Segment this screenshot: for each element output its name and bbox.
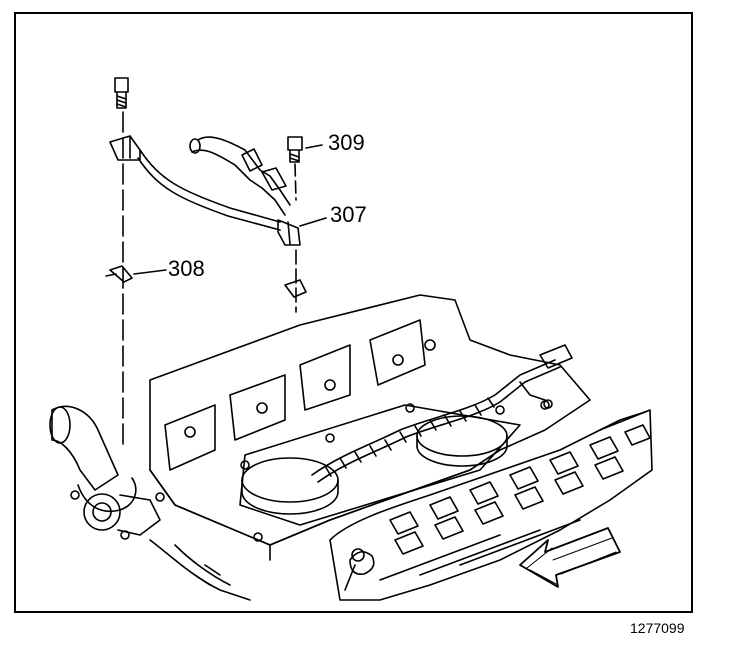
bolt-icon [114,77,129,109]
leader-308 [133,269,167,275]
intake-manifold [149,294,591,561]
clip-icon [109,135,141,161]
hose-connector [189,136,291,216]
coolant-pipe [49,405,251,601]
leader-309 [305,144,323,149]
bolt-icon [287,136,303,163]
cylinder-head [329,409,653,601]
bracket-wire [139,149,281,223]
callout-308: 308 [168,256,205,281]
callout-307: 307 [330,202,367,227]
clip-icon [105,265,133,283]
callout-309: 309 [328,130,365,155]
leader-307 [299,217,327,227]
wire-harness [311,344,573,483]
figure-number: 1277099 [630,620,685,636]
diagram-frame [14,12,693,613]
direction-arrow-icon [519,527,621,588]
clip-icon [277,219,301,246]
clip-icon [284,279,307,298]
